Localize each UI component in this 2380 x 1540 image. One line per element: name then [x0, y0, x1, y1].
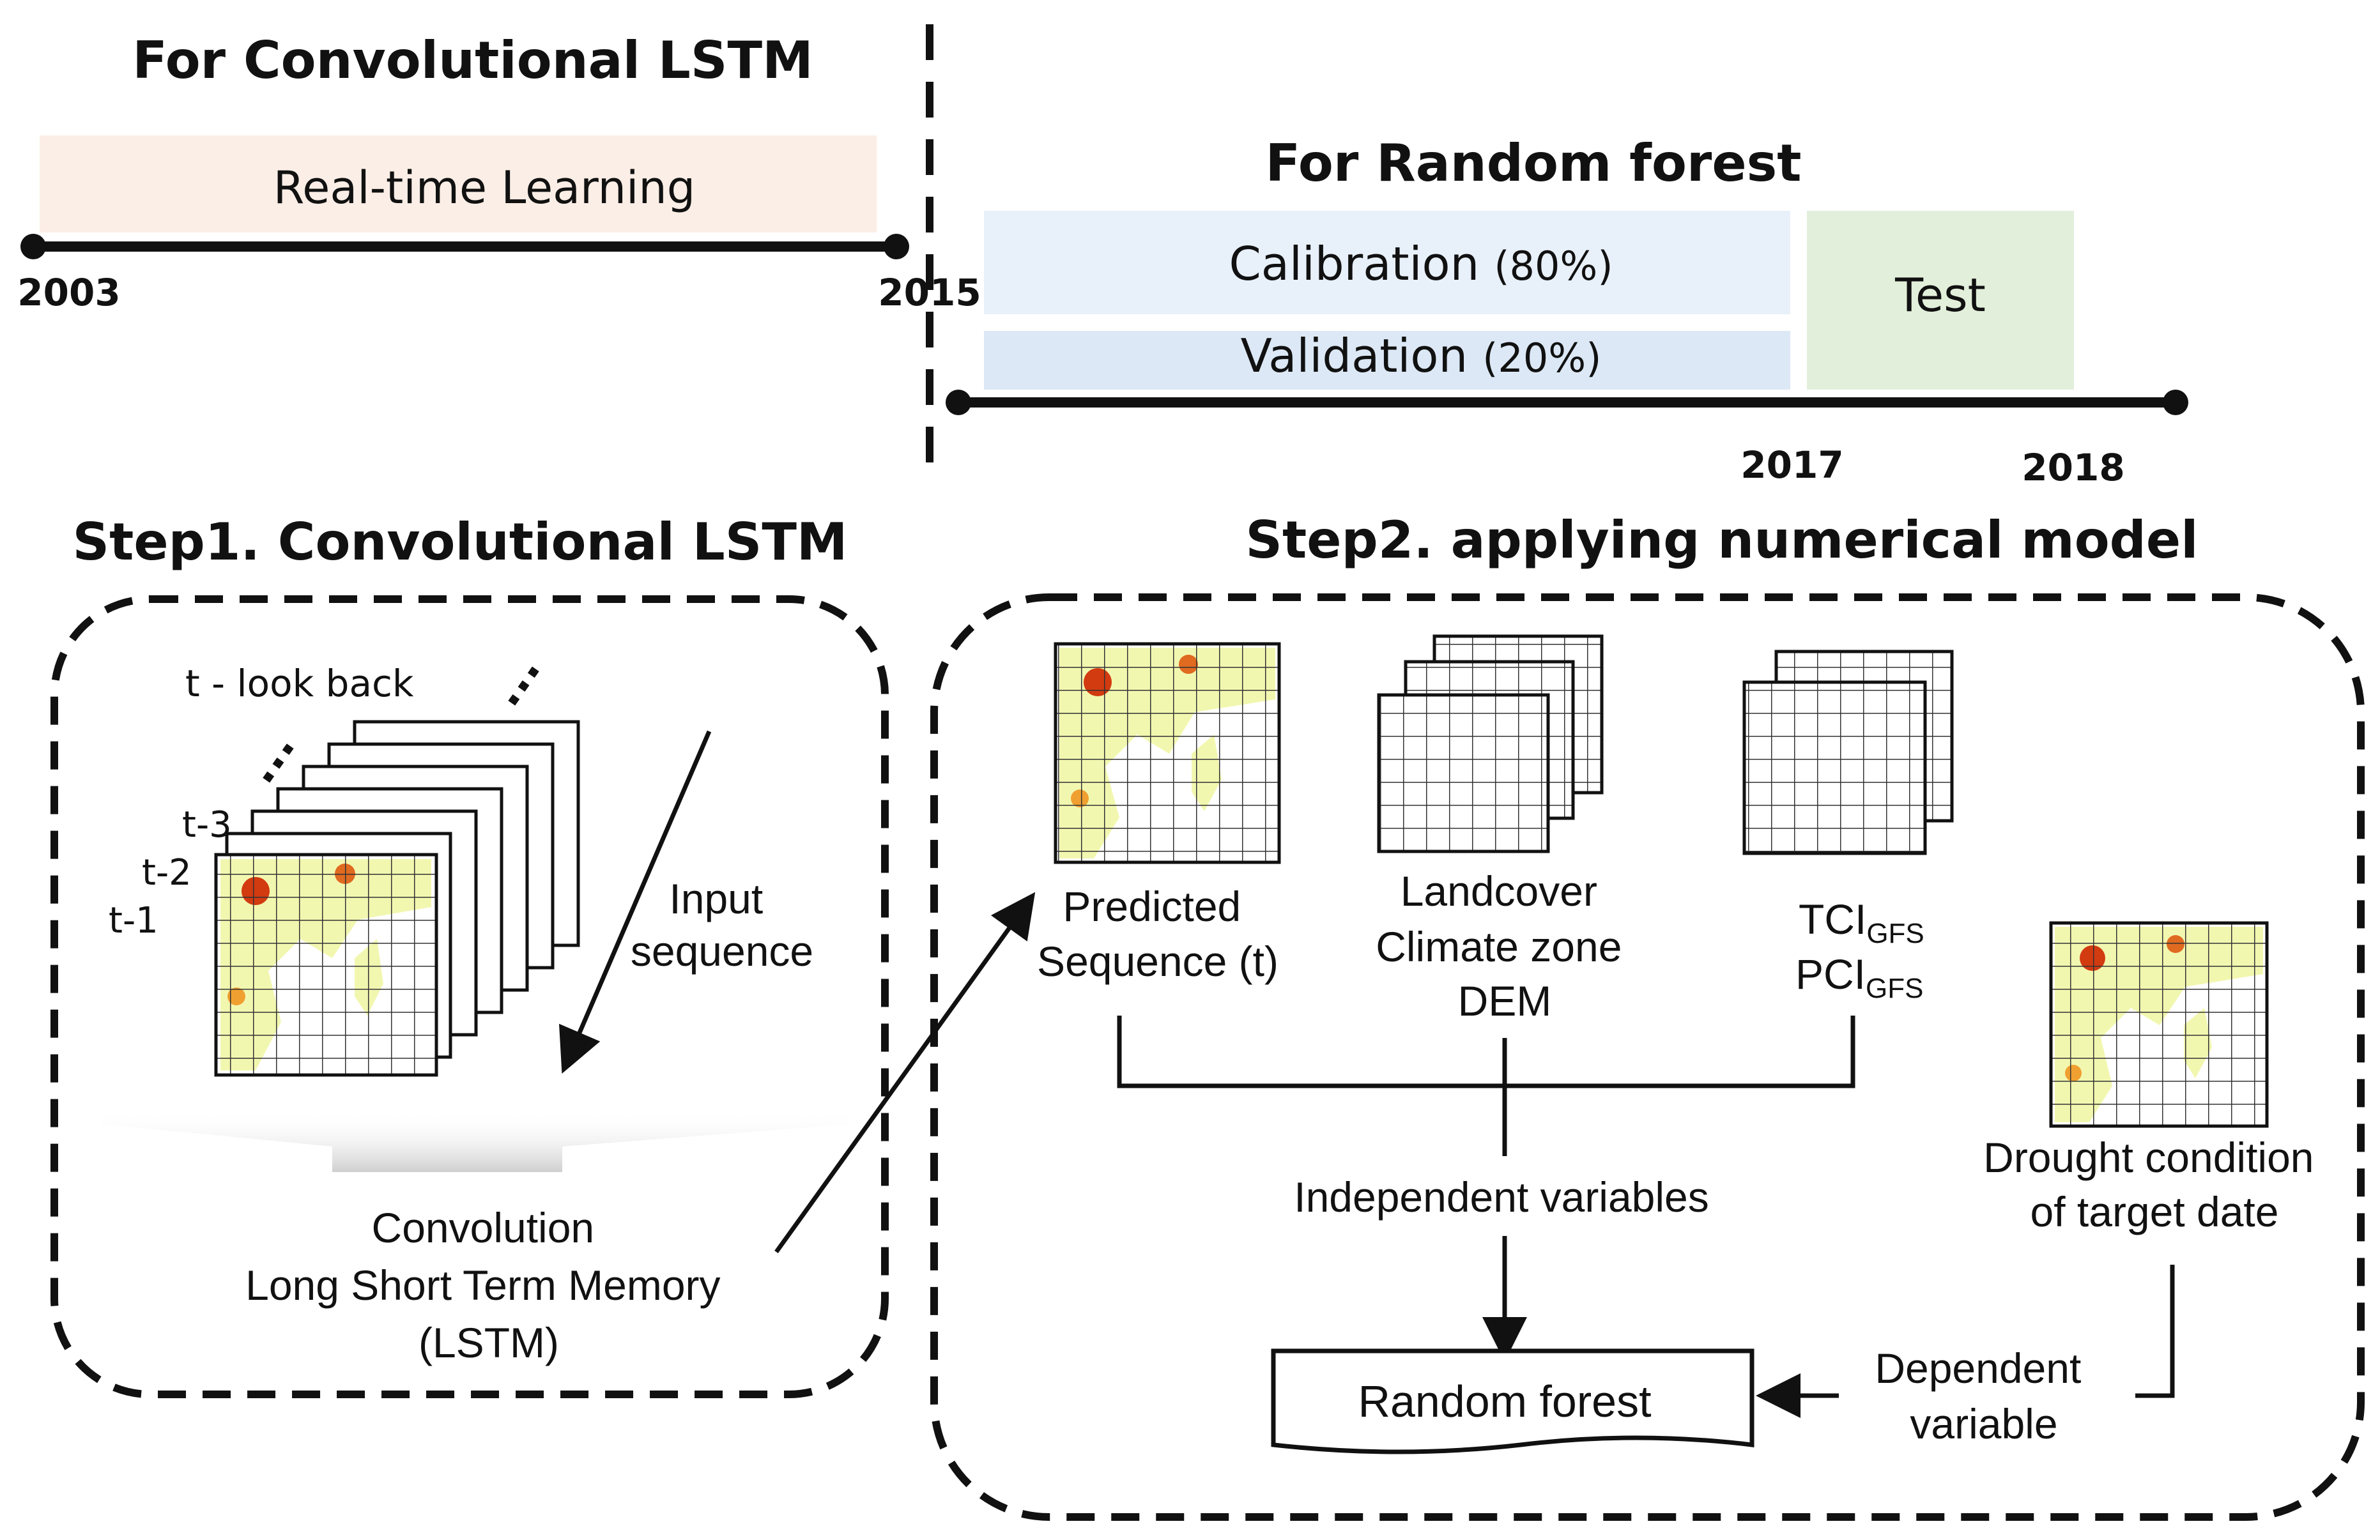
drought-line2: of target date [2031, 1188, 2279, 1235]
convlstm-timeline-title: For Convolutional LSTM [132, 31, 813, 90]
random-forest-box [1271, 1348, 1754, 1454]
test-label: Test [1894, 268, 1986, 322]
calibration-text: Calibration (80%) [1229, 237, 1613, 291]
realtime-learning-bar [40, 135, 877, 233]
look-back-label: t - look back [185, 662, 414, 705]
calibration-label: Calibration [1229, 237, 1479, 291]
dependent-line2: variable [1910, 1400, 2057, 1447]
drought-condition-label: Drought condition of target date [1983, 1134, 2326, 1235]
predicted-map [1054, 642, 1281, 864]
forecast-variable-stack [1742, 650, 1954, 855]
convlstm-to-predicted-arrow [774, 892, 1036, 1254]
validation-text: Validation (20%) [1241, 329, 1602, 383]
random-forest-label: Random forest [1358, 1376, 1651, 1426]
climate-zone-label: Climate zone [1376, 923, 1622, 970]
static-variable-stack [1377, 634, 1604, 853]
realtime-learning-label: Real-time Learning [273, 162, 695, 214]
input-frame-map [214, 853, 438, 1077]
convlstm-model-line3: (LSTM) [418, 1319, 559, 1366]
tci-base: TCI [1799, 896, 1866, 943]
forecast-grid [1742, 680, 1927, 855]
static-grid [1377, 693, 1550, 853]
ellipsis-left: ... [233, 721, 305, 793]
validation-percent: (20%) [1482, 335, 1601, 381]
dependent-variable-line [2135, 1265, 2175, 1398]
test-bar [1807, 211, 2074, 390]
independent-variables-bracket [1117, 1016, 1855, 1088]
year-label-2003: 2003 [17, 271, 120, 314]
funnel-shape [102, 1111, 850, 1172]
pci-gfs-label: PCIGFS [1795, 950, 1923, 1004]
validation-bar [984, 331, 1790, 390]
dependent-variable-label: Dependent variable [1875, 1345, 2092, 1447]
input-sequence-label: Input sequence [631, 875, 813, 975]
step1-title: Step1. Convolutional LSTM [72, 512, 847, 572]
drought-condition-map [2049, 921, 2269, 1128]
timeline-dot-2018 [2163, 390, 2188, 415]
predicted-sequence-label: Predicted Sequence (t) [1037, 883, 1278, 985]
timeline-dot-rf-start [946, 390, 971, 415]
t-minus-2-label: t-2 [142, 852, 192, 894]
pci-subscript: GFS [1866, 973, 1923, 1004]
year-label-2018: 2018 [2022, 446, 2124, 489]
dependent-line1: Dependent [1875, 1345, 2081, 1392]
convlstm-model-line1: Convolution [372, 1204, 595, 1251]
step1-panel [50, 595, 889, 1398]
pci-base: PCI [1795, 950, 1866, 998]
calibration-bar [984, 211, 1790, 314]
rf-timeline-title: For Random forest [1266, 133, 1802, 193]
validation-label: Validation [1241, 329, 1468, 383]
input-sequence-line2: sequence [631, 927, 813, 975]
convlstm-model-label: Convolution Long Short Term Memory (LSTM… [245, 1204, 732, 1366]
ellipsis-top: ... [479, 644, 551, 715]
input-sequence-line1: Input [669, 875, 763, 922]
drought-line1: Drought condition [1983, 1134, 2314, 1181]
timeline-dot-2015 [884, 234, 909, 259]
timeline-dot-2003 [20, 234, 46, 259]
tci-subscript: GFS [1866, 918, 1924, 949]
t-minus-3-label: t-3 [182, 804, 232, 846]
year-label-2017: 2017 [1740, 443, 1843, 487]
calibration-percent: (80%) [1494, 243, 1613, 289]
tci-gfs-label: TCIGFS [1799, 896, 1924, 949]
predicted-line2: Sequence (t) [1037, 938, 1278, 985]
dem-label: DEM [1458, 977, 1552, 1025]
step2-title: Step2. applying numerical model [1245, 510, 2198, 570]
landcover-label: Landcover [1401, 867, 1597, 915]
predicted-line1: Predicted [1063, 883, 1241, 930]
independent-variables-label: Independent variables [1294, 1173, 1709, 1221]
t-minus-1-label: t-1 [109, 900, 158, 942]
step2-panel [930, 593, 2365, 1521]
input-frame-stack [214, 720, 580, 1077]
convlstm-model-line2: Long Short Term Memory [245, 1262, 720, 1309]
static-variables-label: Landcover Climate zone DEM [1376, 867, 1634, 1025]
input-sequence-arrow [558, 730, 712, 1074]
